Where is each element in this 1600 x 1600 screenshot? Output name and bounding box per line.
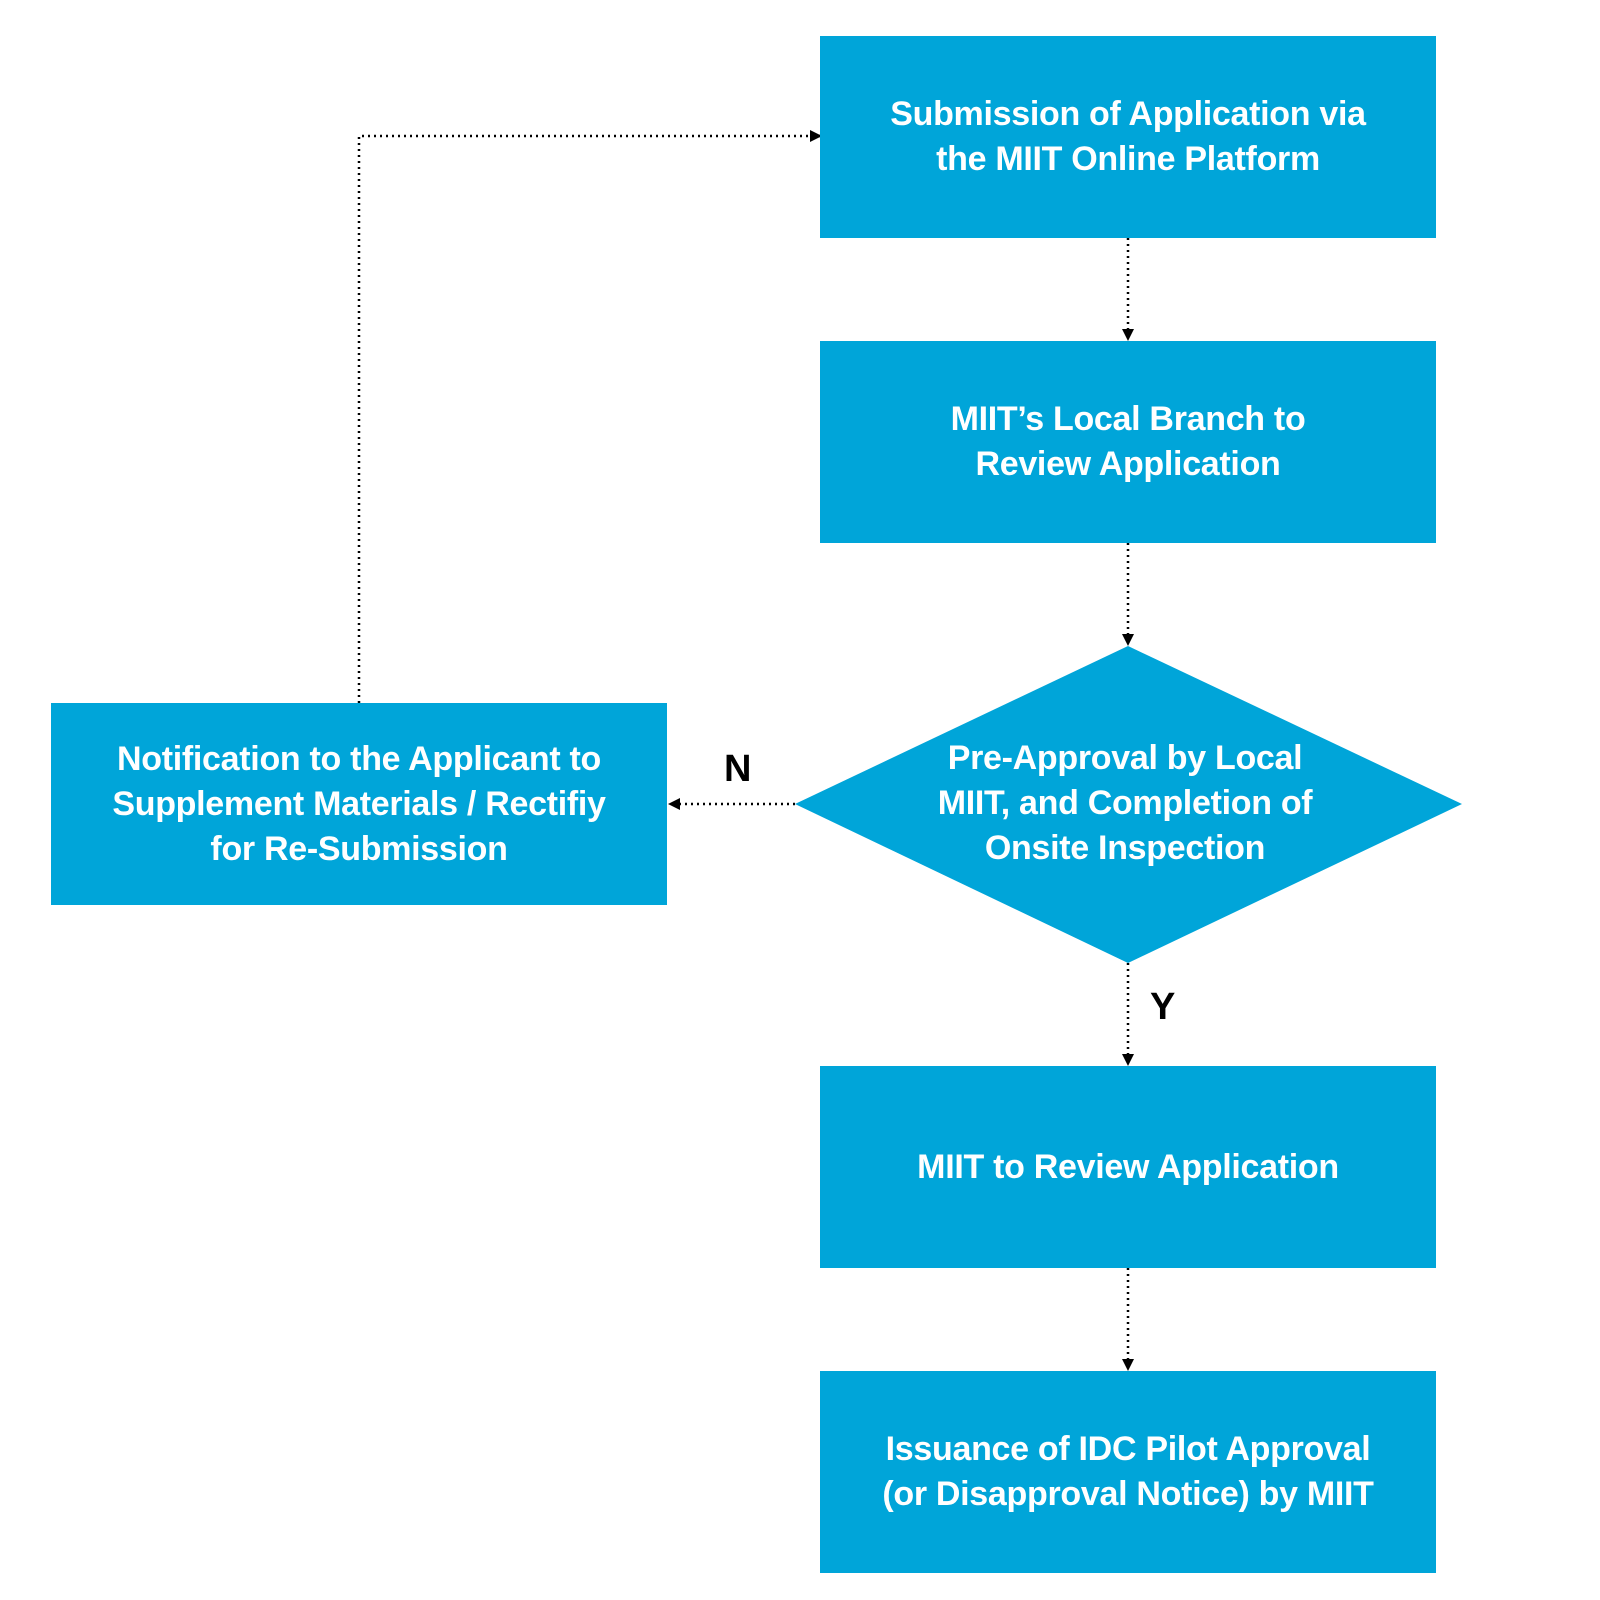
node-miit-review-label: MIIT to Review Application bbox=[917, 1147, 1339, 1186]
branch-label-no: N bbox=[724, 748, 752, 790]
node-notification: Notification to the Applicant to Supplem… bbox=[51, 703, 667, 905]
node-miit-review: MIIT to Review Application bbox=[820, 1066, 1436, 1268]
decision-diamond bbox=[795, 646, 1462, 963]
node-issuance: Issuance of IDC Pilot Approval (or Disap… bbox=[820, 1371, 1436, 1573]
node-submission-label: Submission of Application via the MIIT O… bbox=[890, 95, 1366, 178]
node-issuance-label: Issuance of IDC Pilot Approval (or Disap… bbox=[882, 1430, 1374, 1513]
node-pre-approval-label: Pre-Approval by Local MIIT, and Completi… bbox=[937, 739, 1313, 867]
node-notification-label: Notification to the Applicant to Supplem… bbox=[112, 739, 606, 868]
node-submission: Submission of Application via the MIIT O… bbox=[820, 36, 1436, 238]
edge-notification-to-submission bbox=[357, 130, 822, 703]
node-local-review-label: MIIT’s Local Branch to Review Applicatio… bbox=[950, 400, 1306, 483]
node-local-review: MIIT’s Local Branch to Review Applicatio… bbox=[820, 341, 1436, 543]
branch-label-yes: Y bbox=[1150, 986, 1176, 1028]
